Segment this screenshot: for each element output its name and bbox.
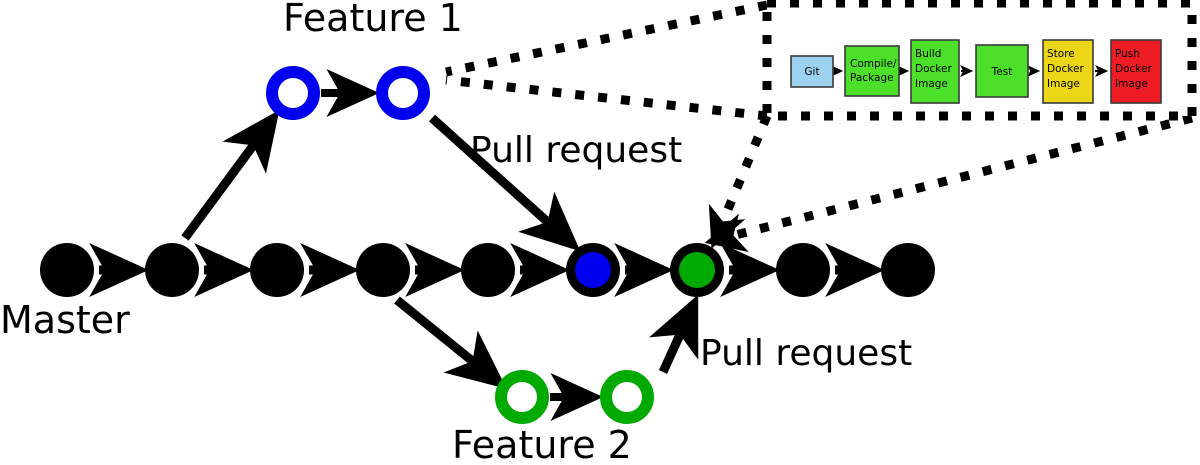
leader-line-top-to-feature1 <box>445 0 768 77</box>
pipeline-stage-store-docker-image-label-line2: Docker <box>1047 63 1084 75</box>
pipeline-stage-build-docker-image-label-line1: Build <box>915 48 941 60</box>
pipeline-stage-build-docker-image[interactable]: Build Docker Image <box>910 39 960 104</box>
pipeline-stage-test[interactable]: Test <box>975 44 1029 98</box>
branch-merge-arrows <box>181 109 699 389</box>
master-branch-commits <box>40 243 935 297</box>
pipeline-stage-store-docker-image-box[interactable] <box>1042 39 1094 104</box>
master-commit-5[interactable] <box>461 243 515 297</box>
pull-request-label-feature1: Pull request <box>470 130 682 171</box>
pipeline-stage-build-docker-image-box[interactable] <box>910 39 960 104</box>
pipeline-stage-git-label: Git <box>804 66 819 78</box>
master-merge-commit-feature1-core <box>575 252 611 288</box>
master-commit-1[interactable] <box>40 243 94 297</box>
master-commit-4[interactable] <box>356 243 410 297</box>
feature2-commit-1[interactable] <box>495 370 549 424</box>
pipeline-stage-test-box[interactable] <box>975 44 1029 98</box>
feature2-commit-2[interactable] <box>600 370 654 424</box>
master-commit-3[interactable] <box>250 243 304 297</box>
pipeline-stage-store-docker-image-label-line3: Image <box>1047 78 1080 90</box>
pipeline-stage-build-docker-image-label-line3: Image <box>915 78 948 90</box>
feature2-branch-label: Feature 2 <box>452 423 632 465</box>
pipeline-stage-git-box[interactable] <box>790 55 834 88</box>
pipeline-stages: Git Compile/ Package Build Docker Image … <box>790 39 1162 104</box>
pipeline-stage-git[interactable]: Git <box>790 55 834 88</box>
callout-leader-lines <box>445 0 1194 253</box>
pipeline-stage-push-docker-image[interactable]: Push Docker Image <box>1110 39 1162 104</box>
pipeline-stage-compile-package-label-line2: Package <box>850 72 894 84</box>
master-commit-2[interactable] <box>145 243 199 297</box>
pipeline-stage-push-docker-image-label-line3: Image <box>1115 78 1148 90</box>
branch-arrow-to-feature1 <box>181 109 280 241</box>
feature1-branch <box>266 66 430 120</box>
merge-arrow-feature2-to-master <box>649 294 699 374</box>
pull-request-label-feature2: Pull request <box>700 333 912 374</box>
feature2-branch <box>495 370 654 424</box>
leader-line-left-to-merge-node <box>708 114 772 249</box>
pipeline-stage-push-docker-image-label-line2: Docker <box>1115 63 1152 75</box>
master-commit-9[interactable] <box>881 243 935 297</box>
pipeline-stage-push-docker-image-label-line1: Push <box>1115 48 1140 60</box>
feature1-branch-label: Feature 1 <box>283 0 463 40</box>
merge-arrow-feature1-to-master <box>428 114 581 252</box>
feature1-commit-1[interactable] <box>266 66 320 120</box>
diagram-text-labels: Feature 1 Master Feature 2 Pull request … <box>0 0 912 465</box>
master-merge-commit-feature1[interactable] <box>566 243 620 297</box>
leader-line-bottom-to-feature1 <box>445 75 768 121</box>
branch-arrow-to-feature2 <box>394 296 507 389</box>
pipeline-stage-build-docker-image-label-line2: Docker <box>915 63 952 75</box>
pipeline-stage-push-docker-image-box[interactable] <box>1110 39 1162 104</box>
master-commit-8[interactable] <box>776 243 830 297</box>
pipeline-stage-store-docker-image[interactable]: Store Docker Image <box>1042 39 1094 104</box>
pipeline-stage-compile-package[interactable]: Compile/ Package <box>844 45 900 97</box>
pipeline-stage-compile-package-box[interactable] <box>844 45 900 97</box>
feature1-commit-2[interactable] <box>376 66 430 120</box>
leader-line-right-to-merge-node <box>704 113 1194 253</box>
master-merge-commit-feature2-core <box>679 252 715 288</box>
pipeline-stage-compile-package-label-line1: Compile/ <box>850 58 897 70</box>
pipeline-stage-store-docker-image-label-line1: Store <box>1047 48 1075 60</box>
master-merge-commit-feature2[interactable] <box>670 243 724 297</box>
pipeline-stage-test-label: Test <box>991 66 1013 78</box>
master-branch-label: Master <box>0 298 130 342</box>
